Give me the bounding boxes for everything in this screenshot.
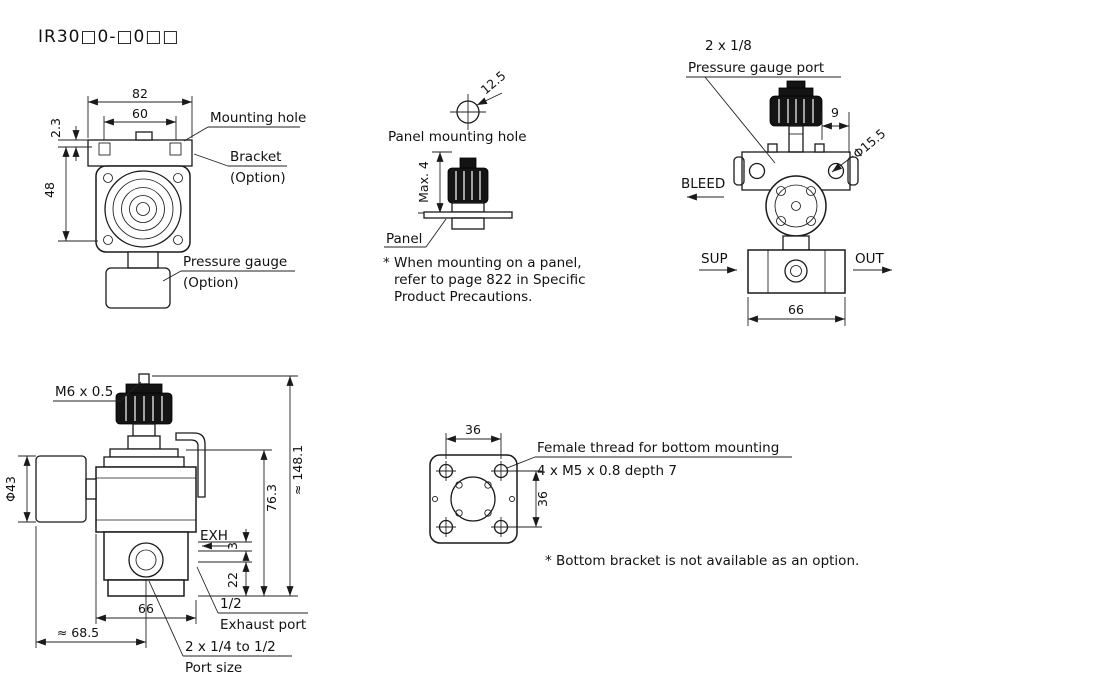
bottom-view: 36 36 Female thread for bottom mounting … <box>429 422 859 569</box>
side-view-dims: M6 x 0.5 Φ43 ≈ 148.1 76.3 EXH 3 22 66 <box>3 375 308 676</box>
thread-label: M6 x 0.5 <box>55 384 113 400</box>
gauge-port-qty: 2 x 1/8 <box>705 38 752 54</box>
bottom-bracket-note: * Bottom bracket is not available as an … <box>545 553 859 569</box>
bracket-tab <box>135 131 153 141</box>
dim-48: 48 <box>42 182 57 198</box>
knob-top <box>769 80 823 127</box>
bracket-hole-right <box>827 162 845 180</box>
mounting-slot-right <box>169 142 182 156</box>
dim-43: Φ43 <box>3 476 18 502</box>
bracket-option-label: (Option) <box>230 170 286 186</box>
regulator-body-side <box>95 466 197 533</box>
dim-148: ≈ 148.1 <box>290 445 305 495</box>
dim-60: 60 <box>132 106 148 121</box>
page-title: IR30□0-□0□□ <box>38 27 179 47</box>
panel-plate <box>423 211 513 219</box>
front-view <box>87 131 193 309</box>
pressure-gauge-option-label: (Option) <box>183 275 239 291</box>
pressure-gauge-side <box>35 455 87 523</box>
dim-2-3: 2.3 <box>48 118 63 138</box>
port-circle <box>128 542 164 578</box>
front-view-dims: 82 60 2.3 48 Mounting hole Bracket (Opti… <box>42 86 306 291</box>
panel-note-line1: * When mounting on a panel, <box>383 255 582 271</box>
port-size-label: Port size <box>185 660 242 676</box>
bottom-center-bore <box>450 476 496 522</box>
top-view <box>733 80 859 294</box>
dim-9: 9 <box>831 105 839 120</box>
panel-view-title: Panel mounting hole <box>388 129 527 145</box>
port-size-value: 2 x 1/4 to 1/2 <box>185 639 276 655</box>
dim-76-3: 76.3 <box>264 484 279 512</box>
knob-stem <box>788 125 804 153</box>
bottom-face <box>429 454 518 544</box>
panel-note-line3: Product Precautions. <box>394 289 532 305</box>
exh-label: EXH <box>200 528 228 544</box>
dim-36-h: 36 <box>465 422 481 437</box>
side-view <box>35 373 206 597</box>
panel-note-line2: refer to page 822 in Specific <box>394 272 586 288</box>
dim-66-top: 66 <box>788 302 804 317</box>
knob-on-panel <box>423 157 513 230</box>
female-thread-title: Female thread for bottom mounting <box>537 440 779 456</box>
panel-label: Panel <box>386 231 422 247</box>
regulator-body-top <box>747 249 846 294</box>
out-label: OUT <box>855 251 885 267</box>
bracket-side-hook <box>175 432 206 498</box>
gauge-stem <box>127 251 159 269</box>
bracket-hole-left <box>748 162 766 180</box>
pressure-gauge-label: Pressure gauge <box>183 254 287 270</box>
mounting-hole-label: Mounting hole <box>210 110 306 126</box>
panel-view: 12.5 Panel mounting hole Max. 4 Panel * … <box>383 68 586 305</box>
dim-15-5: Φ15.5 <box>850 126 889 162</box>
dim-22: 22 <box>225 572 240 588</box>
gauge-port-label: Pressure gauge port <box>688 60 824 76</box>
dim-68-5: ≈ 68.5 <box>57 625 99 640</box>
exhaust-port-label: Exhaust port <box>220 617 306 633</box>
dim-36-v: 36 <box>535 491 550 507</box>
exhaust-size-label: 1/2 <box>220 596 242 612</box>
dim-82: 82 <box>132 86 148 101</box>
dim-12-5: 12.5 <box>478 68 509 97</box>
bracket-label: Bracket <box>230 149 281 165</box>
mounting-slot-left <box>98 142 111 156</box>
m5-thread-holes <box>436 461 511 537</box>
dim-3: 3 <box>225 542 240 550</box>
bleed-label: BLEED <box>681 176 725 192</box>
dim-max-4: Max. 4 <box>416 161 431 203</box>
pressure-gauge-front <box>105 267 171 309</box>
knob-front-circles <box>104 170 182 248</box>
sup-label: SUP <box>701 251 728 267</box>
female-thread-spec: 4 x M5 x 0.8 depth 7 <box>537 463 677 479</box>
